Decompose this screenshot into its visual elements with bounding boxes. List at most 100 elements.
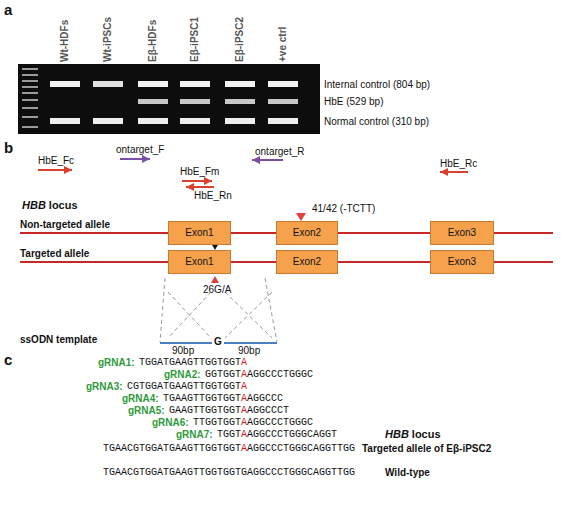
dna-sequence: AGGCCCTGGGC [247, 369, 313, 381]
exon-label: Exon1 [185, 256, 213, 268]
chromosome-line [20, 232, 168, 234]
band-label: Normal control (310 bp) [324, 116, 429, 128]
dna-sequence: GGTGGT [205, 369, 241, 381]
chromosome-segment [338, 261, 430, 263]
template-arm [224, 342, 277, 344]
dashed-line [160, 278, 165, 342]
chromosome-segment [231, 232, 276, 234]
base-label: G [214, 336, 222, 348]
mutation-label: 41/42 (-TCTT) [312, 203, 375, 215]
dna-sequence: TGAAGTTGGTGGT [163, 393, 241, 405]
dna-sequence: TGGT [217, 429, 241, 441]
locus-word: locus [412, 428, 441, 440]
template-label: ssODN template [20, 334, 97, 346]
exon-box: Exon3 [430, 221, 494, 245]
primer-arrow [38, 169, 72, 171]
gel-band [138, 99, 168, 104]
gel-band [93, 118, 123, 124]
ladder-band [22, 80, 38, 82]
primer-arrow [440, 171, 468, 173]
exon-label: Exon3 [448, 256, 476, 268]
dashed-line [168, 292, 211, 338]
band-label: Internal control (804 bp) [324, 79, 430, 91]
dna-sequence: AGGCCCTGGGCAGGTTGG [247, 443, 355, 455]
grna-label: gRNA4: [122, 393, 159, 405]
panel-letter: c [4, 352, 12, 368]
exon-label: Exon2 [293, 227, 321, 239]
gel-band [138, 118, 168, 124]
primer-label: HbE_Fm [180, 166, 219, 178]
mutation-label: 26G/A [203, 284, 231, 296]
exon-label: Exon2 [293, 256, 321, 268]
dna-sequence: AGGCCCTGGGCAGGT [247, 429, 337, 441]
grna-label: gRNA2: [164, 369, 201, 381]
grna-label: gRNA7: [176, 429, 213, 441]
gel-band [138, 81, 168, 87]
locus-label: HBBlocus [22, 199, 78, 211]
gel-image [18, 64, 320, 134]
length-label: 90bp [172, 345, 194, 357]
locus-word: locus [49, 199, 78, 211]
dashed-line [168, 292, 211, 338]
allele-label: Targeted allele [20, 248, 89, 260]
lane-label: Eβ-HDFs [147, 20, 159, 62]
mutated-base: A [241, 443, 247, 455]
gel-band [268, 99, 298, 104]
gel-band [50, 118, 80, 124]
exon-box: Exon3 [430, 250, 494, 274]
mutated-base: A [241, 417, 247, 429]
gel-band [268, 118, 298, 124]
lane-label: Eβ-iPSC1 [189, 17, 201, 62]
normal-control-bands [50, 118, 298, 124]
gel-band [180, 81, 210, 87]
exon-box: Exon1 [168, 221, 231, 245]
ladder-band [22, 68, 38, 70]
exon-box: Exon1 [168, 250, 231, 274]
template-arm [160, 342, 212, 344]
allele-label: Targeted allele of Eβ-iPSC2 [362, 443, 491, 455]
lane-label: Wt-iPSCs [102, 17, 114, 62]
mutation-marker [296, 213, 306, 221]
ladder-band [22, 126, 38, 128]
grna-label: gRNA6: [152, 417, 189, 429]
grna-label: gRNA3: [86, 381, 123, 393]
dna-sequence: TGGATGAAGTTGGTGGT [139, 357, 241, 369]
length-label: 90bp [238, 345, 260, 357]
dna-sequence: AGGCCCT [247, 405, 289, 417]
dashed-line [225, 292, 272, 338]
primer-label: ontarget_R [255, 146, 304, 158]
gel-band [268, 81, 298, 87]
chromosome-line [494, 232, 553, 234]
dna-sequence: TGAACGTGGATGAAGTTGGTGGT [103, 443, 241, 455]
ladder-band [22, 116, 38, 118]
mutation-marker [211, 276, 219, 283]
lane-label: +ve ctrl [277, 27, 289, 62]
dna-sequence: AGGCCCTGGGC [247, 417, 313, 429]
hbe-bands [138, 99, 298, 104]
exon-box: Exon2 [276, 221, 338, 245]
gel-band [180, 118, 210, 124]
primer-arrow [182, 180, 212, 182]
allele-label: Non-targeted allele [20, 219, 110, 231]
primer-label: HbE_Rn [194, 190, 232, 202]
gene-name: HBB [22, 199, 46, 211]
locus-label: HBBlocus [385, 428, 441, 440]
primer-label: HbE_Rc [440, 158, 477, 170]
lane-label: Eβ-iPSC2 [234, 17, 246, 62]
gel-band [225, 118, 255, 124]
dna-sequence: CGTGGATGAAGTTGGTGGT [127, 381, 241, 393]
grna-label: gRNA1: [98, 357, 135, 369]
allele-label: Wild-type [385, 467, 430, 479]
chromosome-segment [338, 232, 430, 234]
dna-sequence: GAAGTTGGTGGT [169, 405, 241, 417]
mutated-base: A [241, 369, 247, 381]
ladder-band [22, 86, 38, 88]
primer-label: ontarget_F [116, 144, 164, 156]
lane-label: Wt-HDFs [59, 20, 71, 62]
exon-box: Exon2 [276, 250, 338, 274]
primer-arrow [186, 186, 214, 188]
grna-label: gRNA5: [128, 405, 165, 417]
primer-arrow [252, 159, 283, 161]
